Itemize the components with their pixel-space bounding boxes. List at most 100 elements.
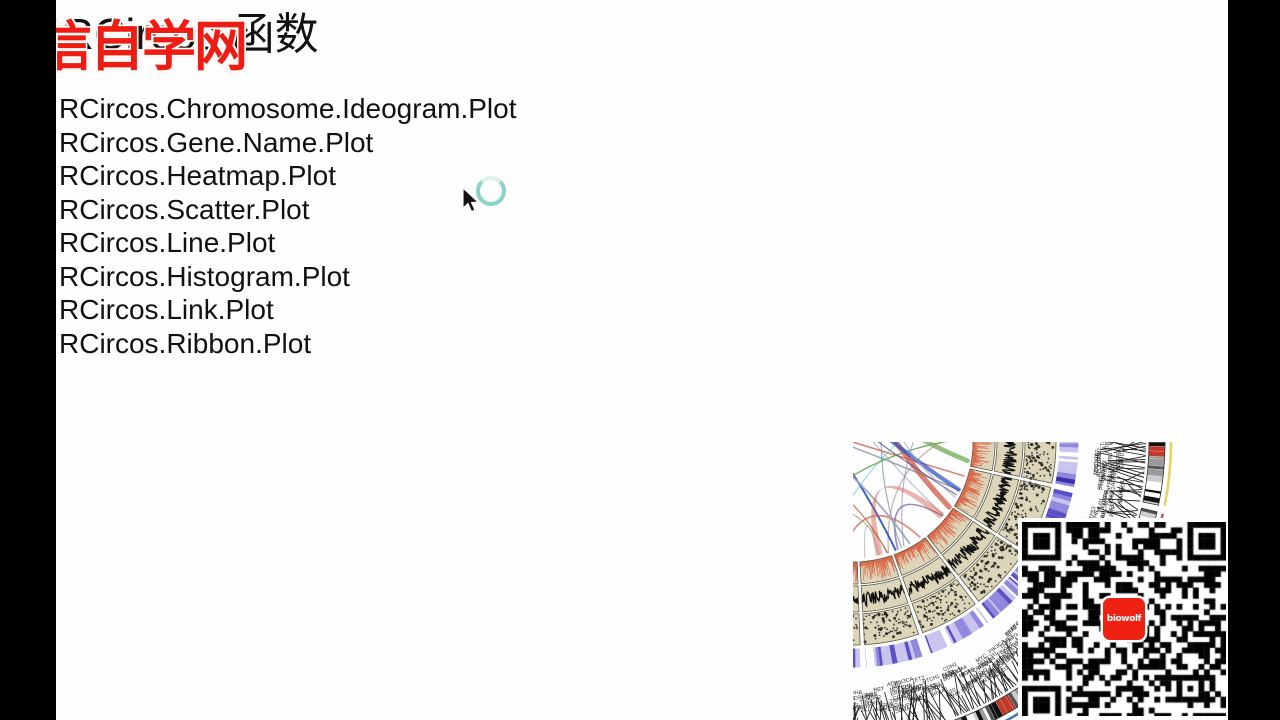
svg-text:TNFRSF13: TNFRSF13 — [947, 206, 975, 222]
svg-text:FLT3: FLT3 — [755, 179, 769, 189]
svg-text:CRLF2: CRLF2 — [746, 685, 764, 696]
svg-text:DICER1: DICER1 — [622, 590, 639, 609]
svg-text:SDHA: SDHA — [700, 636, 716, 650]
svg-text:MYC: MYC — [975, 653, 988, 664]
svg-text:TP53: TP53 — [1096, 395, 1104, 409]
svg-text:SDHA: SDHA — [617, 561, 630, 577]
svg-text:TSHR: TSHR — [1068, 324, 1080, 340]
svg-text:PDGFRA: PDGFRA — [605, 336, 618, 360]
svg-text:MAP2K1: MAP2K1 — [590, 518, 603, 540]
svg-text:AKT1: AKT1 — [729, 682, 744, 693]
svg-text:MYC: MYC — [675, 631, 688, 643]
svg-text:MET: MET — [821, 689, 834, 696]
svg-text:BRIP1: BRIP1 — [1074, 293, 1088, 309]
svg-text:NOTCH1: NOTCH1 — [599, 434, 606, 456]
svg-text:PIK3CA: PIK3CA — [614, 532, 628, 552]
svg-text:MB1: MB1 — [865, 692, 877, 699]
svg-text:AKT1: AKT1 — [847, 175, 861, 181]
svg-text:CDH1: CDH1 — [737, 186, 753, 198]
svg-text:CDH1: CDH1 — [839, 190, 854, 197]
svg-text:BRAF: BRAF — [805, 708, 821, 716]
svg-text:MYC: MYC — [1041, 259, 1054, 272]
svg-text:F10: F10 — [641, 591, 651, 602]
svg-text:MB1: MB1 — [880, 185, 892, 192]
svg-text:FGFR3: FGFR3 — [621, 574, 636, 592]
svg-text:BCL2: BCL2 — [587, 383, 595, 397]
svg-text:SOX9: SOX9 — [942, 672, 958, 683]
svg-text:CRLF2: CRLF2 — [704, 217, 721, 232]
svg-text:APC: APC — [891, 683, 903, 691]
svg-text:RB1: RB1 — [637, 578, 648, 590]
svg-text:EGFR: EGFR — [1029, 246, 1044, 261]
svg-text:MB1: MB1 — [1071, 288, 1082, 301]
svg-text:ERBB2: ERBB2 — [1102, 462, 1109, 480]
svg-text:BRAF: BRAF — [657, 237, 672, 252]
svg-text:NF1: NF1 — [1122, 408, 1129, 419]
svg-text:BRIP1: BRIP1 — [602, 510, 613, 527]
svg-text:CCND1: CCND1 — [795, 179, 814, 189]
svg-text:14: 14 — [523, 489, 528, 507]
svg-text:CDH1: CDH1 — [1100, 402, 1108, 417]
qr-code[interactable]: biowolf — [1018, 518, 1230, 720]
svg-text:PIK3CA: PIK3CA — [783, 179, 803, 190]
svg-text:PIK3CA: PIK3CA — [698, 229, 717, 246]
svg-text:BRAF: BRAF — [1082, 336, 1094, 352]
svg-text:FBXW7: FBXW7 — [790, 190, 809, 200]
svg-text:DICER1: DICER1 — [856, 179, 876, 185]
svg-text:RET: RET — [610, 309, 621, 322]
svg-text:SDHB: SDHB — [579, 393, 587, 409]
svg-text:MB1: MB1 — [755, 671, 767, 680]
svg-text:FGFR3: FGFR3 — [1029, 248, 1046, 264]
svg-text:MET: MET — [585, 467, 593, 480]
svg-text:TSHR: TSHR — [946, 690, 962, 701]
svg-text:FLT3: FLT3 — [649, 252, 662, 265]
list-item: RCircos.Chromosome.Ideogram.Plot — [59, 93, 517, 124]
svg-text:MB1: MB1 — [978, 676, 991, 687]
svg-text:17: 17 — [535, 290, 556, 311]
svg-text:KDR: KDR — [773, 197, 786, 206]
svg-text:F10: F10 — [1006, 219, 1017, 229]
svg-text:ALK: ALK — [1106, 379, 1114, 391]
svg-text:MLH1: MLH1 — [1096, 498, 1105, 513]
svg-text:ATM: ATM — [1098, 362, 1107, 375]
svg-text:MB1: MB1 — [978, 212, 991, 223]
svg-text:FGFR3: FGFR3 — [1089, 341, 1101, 360]
svg-text:19: 19 — [596, 199, 618, 221]
svg-text:BRIP1: BRIP1 — [830, 184, 846, 191]
svg-text:FOXD4: FOXD4 — [1107, 366, 1118, 385]
svg-text:BRCA2: BRCA2 — [733, 193, 752, 206]
svg-text:TNFAIP3: TNFAIP3 — [670, 640, 691, 658]
svg-text:12: 12 — [572, 636, 594, 658]
svg-text:AKT1: AKT1 — [601, 369, 610, 384]
svg-text:TNFRSF13: TNFRSF13 — [611, 318, 627, 346]
svg-text:NF1: NF1 — [1108, 503, 1116, 514]
svg-text:NF1: NF1 — [1076, 299, 1086, 311]
svg-text:F10: F10 — [722, 660, 733, 670]
svg-text:F10: F10 — [946, 687, 957, 696]
svg-text:TET2: TET2 — [774, 173, 788, 183]
svg-text:ERBB2: ERBB2 — [683, 223, 701, 239]
svg-text:PTEN: PTEN — [879, 702, 894, 710]
svg-text:AKT1: AKT1 — [640, 262, 653, 276]
svg-text:PTCH1: PTCH1 — [703, 666, 721, 680]
svg-text:SDHB: SDHB — [632, 281, 646, 297]
svg-text:FOXD4: FOXD4 — [969, 222, 988, 236]
svg-text:SMARCA4: SMARCA4 — [731, 203, 757, 221]
svg-text:ALK: ALK — [984, 669, 996, 680]
svg-text:CRLF2: CRLF2 — [666, 622, 683, 638]
svg-text:FGFR3: FGFR3 — [589, 343, 600, 362]
busy-spinner-icon — [476, 176, 506, 206]
svg-text:FLT3: FLT3 — [1114, 427, 1121, 439]
svg-text:TP53: TP53 — [859, 699, 872, 706]
svg-text:BRAF: BRAF — [1108, 430, 1115, 445]
svg-text:MYC: MYC — [592, 418, 599, 430]
svg-text:GNAS: GNAS — [707, 231, 723, 245]
svg-text:BRAF: BRAF — [627, 570, 640, 586]
svg-text:MLH1: MLH1 — [971, 202, 987, 214]
svg-text:FBXW7: FBXW7 — [1097, 448, 1103, 467]
svg-text:RB1: RB1 — [637, 260, 648, 272]
svg-text:TET2: TET2 — [800, 697, 814, 705]
svg-text:NOTCH1: NOTCH1 — [1086, 352, 1099, 375]
svg-text:DICER1: DICER1 — [711, 667, 731, 681]
svg-text:MLH1: MLH1 — [830, 186, 845, 193]
